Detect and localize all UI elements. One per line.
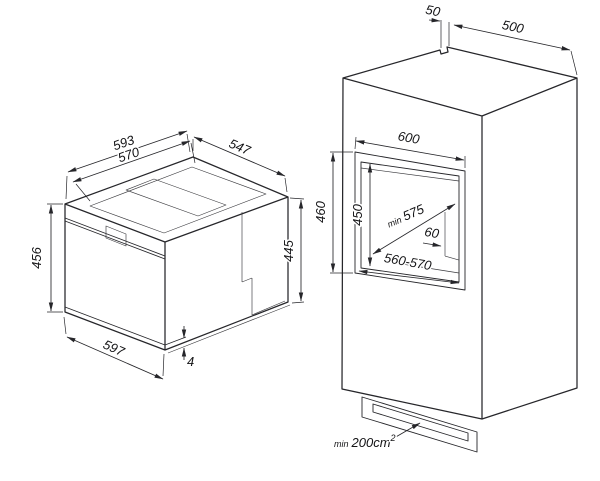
dim-line-niche-rear-gap: [422, 242, 442, 247]
min-prefix: min: [334, 439, 349, 449]
vent-area-value: 200cm: [351, 435, 391, 450]
dim-line-niche-width-bottom: [358, 269, 460, 285]
dim-niche-rear-gap: 60: [423, 224, 441, 241]
dim-line-niche-width-top: [355, 140, 465, 161]
vent-leader-line: [393, 422, 421, 439]
oven-control-band: [64, 217, 166, 346]
vent-area-exponent: 2: [390, 433, 396, 443]
dim-line-oven-bottom-width: [66, 336, 164, 380]
dim-oven-front-height: 456: [29, 246, 44, 268]
cabinet-extension-lines: [330, 20, 578, 274]
dim-line-top-setback: [428, 18, 441, 23]
cabinet-body-outline: [341, 46, 578, 420]
dim-oven-side-height: 445: [281, 239, 296, 261]
dim-line-oven-top-depth: [193, 136, 286, 177]
min-prefix: min: [386, 215, 403, 230]
dim-niche-width-top: 600: [397, 128, 422, 147]
cabinet-view: 50 500 600 460 450 min575 60 560-570 min…: [312, 0, 578, 453]
oven-side-panel-lines: [167, 212, 291, 354]
oven-extension-lines: [47, 133, 305, 377]
dim-niche-width-bottom: 560-570: [383, 250, 433, 273]
dim-cabinet-top-depth: 500: [501, 17, 526, 36]
niche-depth-value: 575: [400, 201, 427, 224]
oven-display: [105, 225, 127, 247]
dim-line-niche-depth: [372, 203, 456, 255]
dim-oven-top-depth: 547: [227, 136, 254, 159]
dim-oven-bottom-width: 597: [101, 337, 128, 360]
dim-line-oven-top-width-inner: [72, 140, 191, 183]
dim-niche-height-inner: 450: [350, 203, 365, 225]
dim-niche-depth: min575: [384, 201, 427, 230]
oven-view: 593 570 547 456 445 597 4: [28, 130, 305, 380]
dim-niche-height-outer: 460: [313, 200, 328, 222]
vent-slot: [361, 396, 478, 453]
oven-body-outline: [64, 156, 289, 351]
dim-cabinet-top-setback: 50: [424, 2, 442, 20]
dim-oven-door-protrusion: 4: [187, 354, 194, 369]
dim-line-cabinet-top-depth: [453, 24, 571, 51]
